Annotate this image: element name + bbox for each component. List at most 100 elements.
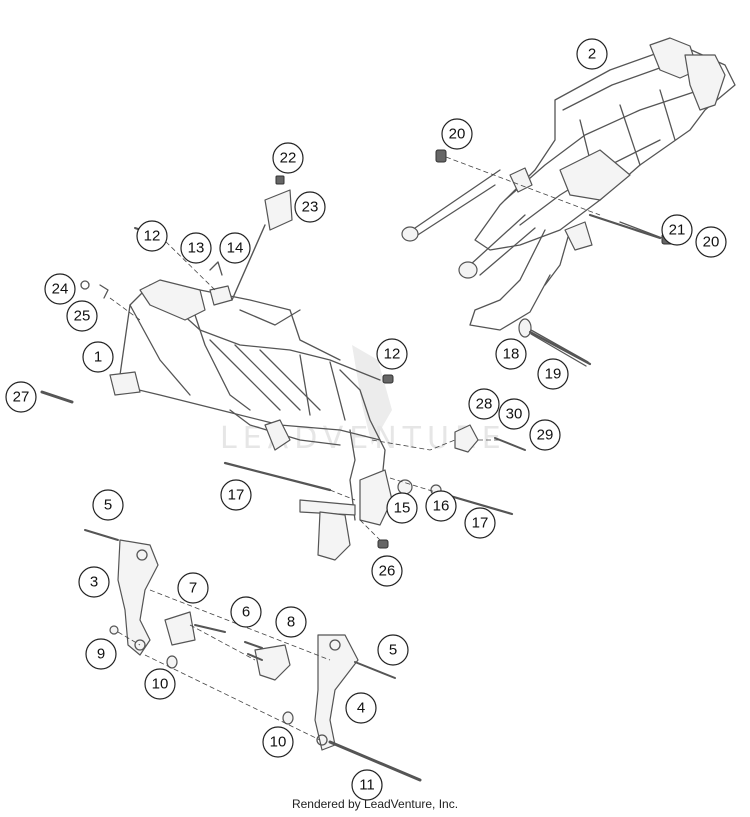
callout-27: 27 <box>5 381 37 413</box>
callout-17: 17 <box>464 507 496 539</box>
bolt-19 <box>528 330 592 366</box>
callout-17: 17 <box>220 479 252 511</box>
svg-text:27: 27 <box>13 389 30 406</box>
svg-text:24: 24 <box>52 281 69 298</box>
bolt-5-right <box>354 661 396 679</box>
bolt-14 <box>231 224 266 301</box>
svg-text:11: 11 <box>359 777 375 794</box>
callout-18: 18 <box>495 338 527 370</box>
callout-12: 12 <box>376 338 408 370</box>
nut-26 <box>377 539 389 549</box>
callout-14: 14 <box>219 232 251 264</box>
svg-text:10: 10 <box>270 734 287 751</box>
callout-21: 21 <box>661 214 693 246</box>
callout-20: 20 <box>695 226 727 258</box>
washer-15 <box>397 479 413 495</box>
svg-text:5: 5 <box>104 497 112 514</box>
subframe-bolt-20-upper <box>435 149 601 216</box>
svg-text:9: 9 <box>97 646 105 663</box>
callout-10: 10 <box>262 726 294 758</box>
callout-26: 26 <box>371 555 403 587</box>
svg-text:13: 13 <box>188 240 205 257</box>
callout-30: 30 <box>498 398 530 430</box>
svg-text:30: 30 <box>506 406 523 423</box>
spacer-10-lower <box>282 711 294 725</box>
svg-text:7: 7 <box>189 580 197 597</box>
callout-22: 22 <box>272 142 304 174</box>
svg-text:23: 23 <box>302 199 319 216</box>
bolt-29 <box>494 437 526 451</box>
watermark-logo <box>352 345 392 445</box>
engine-mount-left <box>117 539 159 656</box>
bolt-17-left <box>223 461 332 492</box>
svg-text:15: 15 <box>394 500 411 517</box>
svg-text:12: 12 <box>144 228 161 245</box>
callout-8: 8 <box>275 606 307 638</box>
callout-19: 19 <box>537 358 569 390</box>
callout-5: 5 <box>92 489 124 521</box>
callout-7: 7 <box>177 572 209 604</box>
bolt-27 <box>40 390 74 404</box>
washer-9 <box>109 625 119 635</box>
callout-12: 12 <box>136 220 168 252</box>
svg-text:26: 26 <box>379 563 396 580</box>
svg-text:8: 8 <box>287 614 295 631</box>
subframe-bushing-18 <box>518 318 589 367</box>
svg-text:12: 12 <box>384 346 401 363</box>
svg-text:17: 17 <box>472 515 489 532</box>
svg-text:10: 10 <box>152 676 169 693</box>
callout-5: 5 <box>377 634 409 666</box>
credit-text: Rendered by LeadVenture, Inc. <box>291 797 459 811</box>
svg-text:3: 3 <box>90 574 98 591</box>
callout-29: 29 <box>529 419 561 451</box>
spacer-10-upper <box>166 655 178 669</box>
svg-text:20: 20 <box>703 234 720 251</box>
svg-text:21: 21 <box>669 222 686 239</box>
callout-1: 1 <box>82 341 114 373</box>
svg-text:25: 25 <box>74 308 91 325</box>
callout-23: 23 <box>294 191 326 223</box>
callout-13: 13 <box>180 232 212 264</box>
svg-text:5: 5 <box>389 642 397 659</box>
svg-text:1: 1 <box>94 349 102 366</box>
callout-20: 20 <box>441 118 473 150</box>
callout-16: 16 <box>425 490 457 522</box>
svg-text:22: 22 <box>280 150 297 167</box>
bolt-11 <box>328 740 422 782</box>
screw-22 <box>275 175 285 185</box>
bracket-7 <box>164 611 196 646</box>
bolt-5-left <box>84 529 119 541</box>
cable-guide-13 <box>209 261 223 276</box>
callouts: 1 2 3 4 5 5 6 7 8 9 10 10 11 12 12 13 14… <box>5 38 727 801</box>
callout-10: 10 <box>144 668 176 700</box>
svg-text:2: 2 <box>588 46 596 63</box>
rear-subframe <box>401 37 736 331</box>
nut-12 <box>382 374 394 384</box>
callout-15: 15 <box>386 492 418 524</box>
svg-text:29: 29 <box>537 427 554 444</box>
callout-6: 6 <box>230 596 262 628</box>
callout-9: 9 <box>85 638 117 670</box>
chain-guide-28 <box>454 424 479 453</box>
svg-text:28: 28 <box>476 396 493 413</box>
mirror-bracket-23 <box>264 189 293 231</box>
bolt-21 <box>588 213 662 240</box>
bracket-8 <box>254 644 291 681</box>
callout-24: 24 <box>44 273 76 305</box>
svg-text:16: 16 <box>433 498 450 515</box>
callout-11: 11 <box>351 769 383 801</box>
svg-text:20: 20 <box>449 126 466 143</box>
svg-text:4: 4 <box>357 700 365 717</box>
clip-25 <box>99 284 109 299</box>
svg-text:6: 6 <box>242 604 250 621</box>
bolt-6 <box>244 641 263 661</box>
svg-text:17: 17 <box>228 487 245 504</box>
callout-25: 25 <box>66 300 98 332</box>
svg-text:19: 19 <box>545 366 562 383</box>
bolt-7 <box>194 624 226 633</box>
svg-text:18: 18 <box>503 346 520 363</box>
clip-24 <box>80 280 90 290</box>
svg-text:14: 14 <box>227 240 244 257</box>
callout-2: 2 <box>576 38 608 70</box>
